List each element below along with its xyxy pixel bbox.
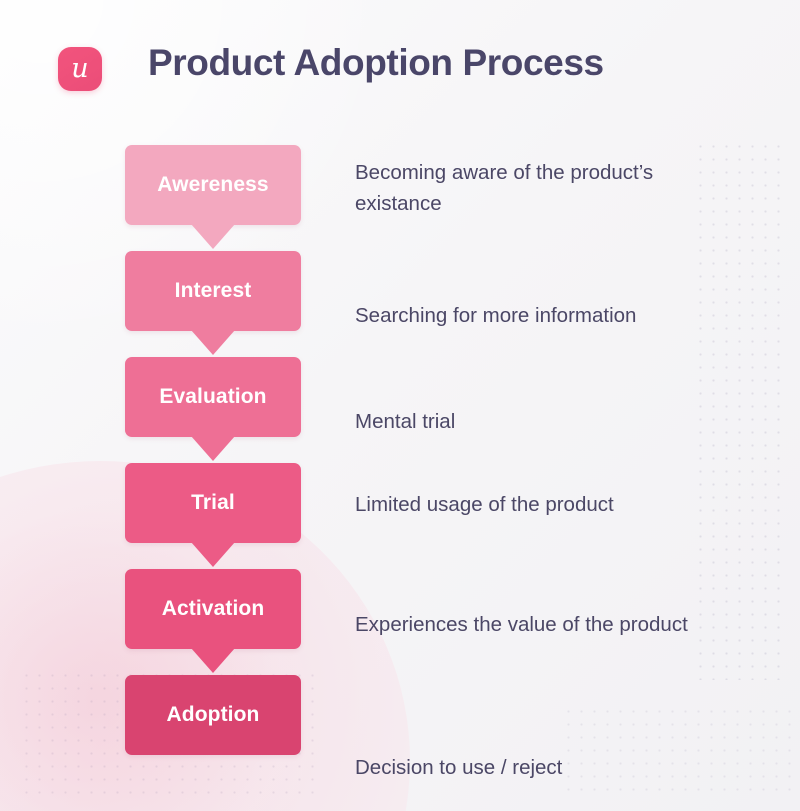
- funnel-arrow-icon: [191, 224, 235, 249]
- step-description-text: Decision to use / reject: [355, 756, 563, 780]
- funnel-step-box: Activation: [125, 569, 301, 673]
- funnel-step-label: Trial: [191, 491, 235, 514]
- step-description-row: Searching for more information: [355, 263, 735, 369]
- step-description-text: Mental trial: [355, 410, 456, 434]
- userpilot-logo-icon: u: [58, 47, 102, 91]
- funnel-arrow-icon: [191, 542, 235, 567]
- funnel-step-box: Evaluation: [125, 357, 301, 461]
- funnel-arrow-icon: [191, 648, 235, 673]
- funnel-step-label: Activation: [161, 597, 265, 620]
- funnel-step-interest: Interest: [125, 251, 301, 355]
- logo-glyph: u: [71, 52, 89, 84]
- step-description-row: Limited usage of the product: [355, 475, 735, 595]
- funnel-step-activation: Activation: [125, 569, 301, 673]
- funnel-step-label: Awereness: [157, 173, 269, 196]
- page-title: Product Adoption Process: [148, 42, 604, 83]
- step-description-row: Decision to use / reject: [355, 715, 735, 811]
- funnel-step-box: Awereness: [125, 145, 301, 249]
- funnel-step-adoption: Adoption: [125, 675, 301, 755]
- step-description-row: Experiences the value of the product: [355, 595, 735, 715]
- funnel-step-evaluation: Evaluation: [125, 357, 301, 461]
- funnel-step-box: Interest: [125, 251, 301, 355]
- funnel-arrow-icon: [191, 436, 235, 461]
- step-description-row: Mental trial: [355, 369, 735, 475]
- funnel-step-label: Evaluation: [159, 385, 267, 408]
- step-description-text: Searching for more information: [355, 304, 637, 328]
- funnel-step-trial: Trial: [125, 463, 301, 567]
- funnel-step-box: Adoption: [125, 675, 301, 755]
- step-descriptions-column: Becoming aware of the product’s existanc…: [355, 145, 735, 811]
- step-description-text: Limited usage of the product: [355, 493, 614, 516]
- funnel-step-awereness: Awereness: [125, 145, 301, 249]
- step-description-text: Becoming aware of the product’s existanc…: [355, 161, 654, 216]
- funnel-arrow-icon: [191, 330, 235, 355]
- header: u Product Adoption Process: [0, 0, 800, 120]
- step-description-text: Experiences the value of the product: [355, 613, 688, 636]
- funnel-step-label: Interest: [174, 279, 252, 302]
- funnel-step-label: Adoption: [166, 703, 260, 726]
- step-description-row: Becoming aware of the product’s existanc…: [355, 145, 735, 263]
- funnel-step-box: Trial: [125, 463, 301, 567]
